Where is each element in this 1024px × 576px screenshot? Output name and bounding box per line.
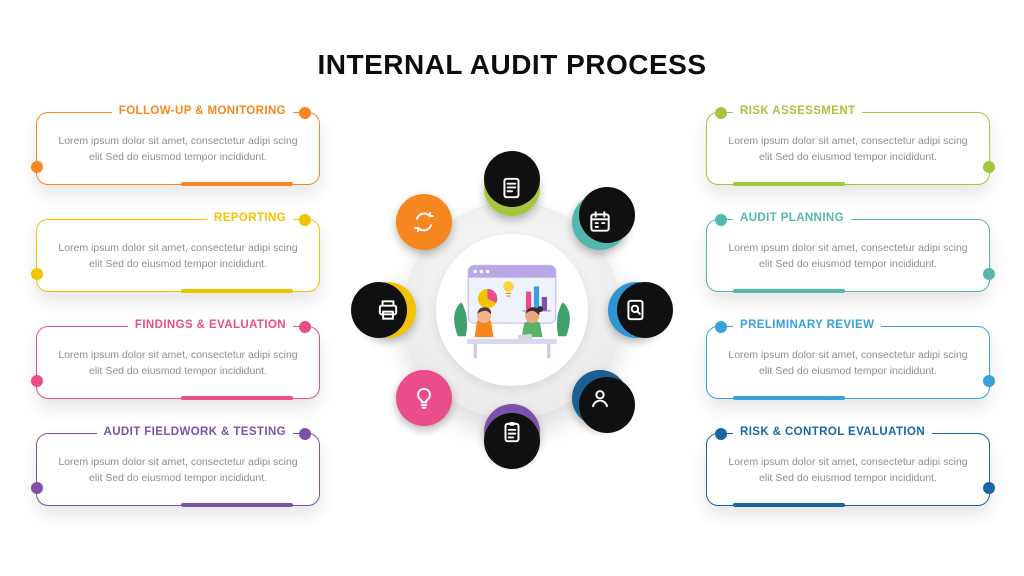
audit-process-cycle <box>350 146 674 474</box>
card-body-text: Lorem ipsum dolor sit amet, consectetur … <box>58 135 298 164</box>
card-body-text: Lorem ipsum dolor sit amet, consectetur … <box>58 349 298 378</box>
card-risk-assessment: RISK ASSESSMENT Lorem ipsum dolor sit am… <box>706 105 995 186</box>
cycle-center <box>436 234 588 386</box>
lightbulb-icon <box>417 387 431 409</box>
accent-dot <box>299 428 311 440</box>
accent-dot <box>31 161 43 173</box>
node-follow-up-monitoring <box>396 194 452 250</box>
accent-dot <box>31 375 43 387</box>
team-illustration <box>454 264 570 359</box>
node-audit-planning <box>572 194 628 250</box>
card-title: AUDIT FIELDWORK & TESTING <box>96 426 293 438</box>
calendar-icon <box>590 211 610 232</box>
card-title: FOLLOW-UP & MONITORING <box>111 105 293 117</box>
card-findings-evaluation: FINDINGS & EVALUATION Lorem ipsum dolor … <box>31 319 320 400</box>
node-findings-evaluation <box>396 370 452 426</box>
card-title: FINDINGS & EVALUATION <box>127 319 293 331</box>
accent-dot <box>715 428 727 440</box>
accent-dot <box>983 268 995 280</box>
accent-underline <box>181 289 293 293</box>
card-reporting: REPORTING Lorem ipsum dolor sit amet, co… <box>31 212 320 293</box>
accent-underline <box>181 503 293 507</box>
clipboard-icon <box>504 422 520 443</box>
card-title: RISK & CONTROL EVALUATION <box>733 426 933 438</box>
accent-underline <box>733 503 845 507</box>
accent-dot <box>31 268 43 280</box>
accent-dot <box>983 482 995 494</box>
card-title: REPORTING <box>207 212 293 224</box>
accent-underline <box>733 289 845 293</box>
node-risk-assessment <box>484 160 540 216</box>
node-reporting <box>360 282 416 338</box>
document-search-icon <box>627 299 644 321</box>
node-audit-fieldwork-testing <box>484 404 540 460</box>
printer-icon <box>378 300 398 320</box>
document-edit-icon <box>503 177 520 199</box>
accent-dot <box>983 161 995 173</box>
accent-dot <box>31 482 43 494</box>
node-preliminary-review <box>608 282 664 338</box>
card-audit-planning: AUDIT PLANNING Lorem ipsum dolor sit ame… <box>706 212 995 293</box>
card-body-text: Lorem ipsum dolor sit amet, consectetur … <box>728 349 968 378</box>
accent-dot <box>715 214 727 226</box>
card-body-text: Lorem ipsum dolor sit amet, consectetur … <box>58 242 298 271</box>
accent-dot <box>715 107 727 119</box>
node-risk-control-evaluation <box>572 370 628 426</box>
accent-underline <box>181 396 293 400</box>
card-body-text: Lorem ipsum dolor sit amet, consectetur … <box>728 456 968 485</box>
card-body-text: Lorem ipsum dolor sit amet, consectetur … <box>728 242 968 271</box>
card-body-text: Lorem ipsum dolor sit amet, consectetur … <box>728 135 968 164</box>
accent-underline <box>181 182 293 186</box>
card-risk-control-evaluation: RISK & CONTROL EVALUATION Lorem ipsum do… <box>706 426 995 507</box>
accent-dot <box>715 321 727 333</box>
card-follow-up-monitoring: FOLLOW-UP & MONITORING Lorem ipsum dolor… <box>31 105 320 186</box>
accent-dot <box>299 321 311 333</box>
refresh-icon <box>413 211 435 233</box>
card-preliminary-review: PRELIMINARY REVIEW Lorem ipsum dolor sit… <box>706 319 995 400</box>
accent-dot <box>299 214 311 226</box>
card-title: RISK ASSESSMENT <box>733 105 863 117</box>
accent-dot <box>299 107 311 119</box>
accent-dot <box>983 375 995 387</box>
card-title: PRELIMINARY REVIEW <box>733 319 882 331</box>
accent-underline <box>733 396 845 400</box>
user-icon <box>591 390 609 408</box>
card-body-text: Lorem ipsum dolor sit amet, consectetur … <box>58 456 298 485</box>
card-audit-fieldwork-testing: AUDIT FIELDWORK & TESTING Lorem ipsum do… <box>31 426 320 507</box>
accent-underline <box>733 182 845 186</box>
page-title: INTERNAL AUDIT PROCESS <box>317 48 707 80</box>
card-title: AUDIT PLANNING <box>733 212 851 224</box>
